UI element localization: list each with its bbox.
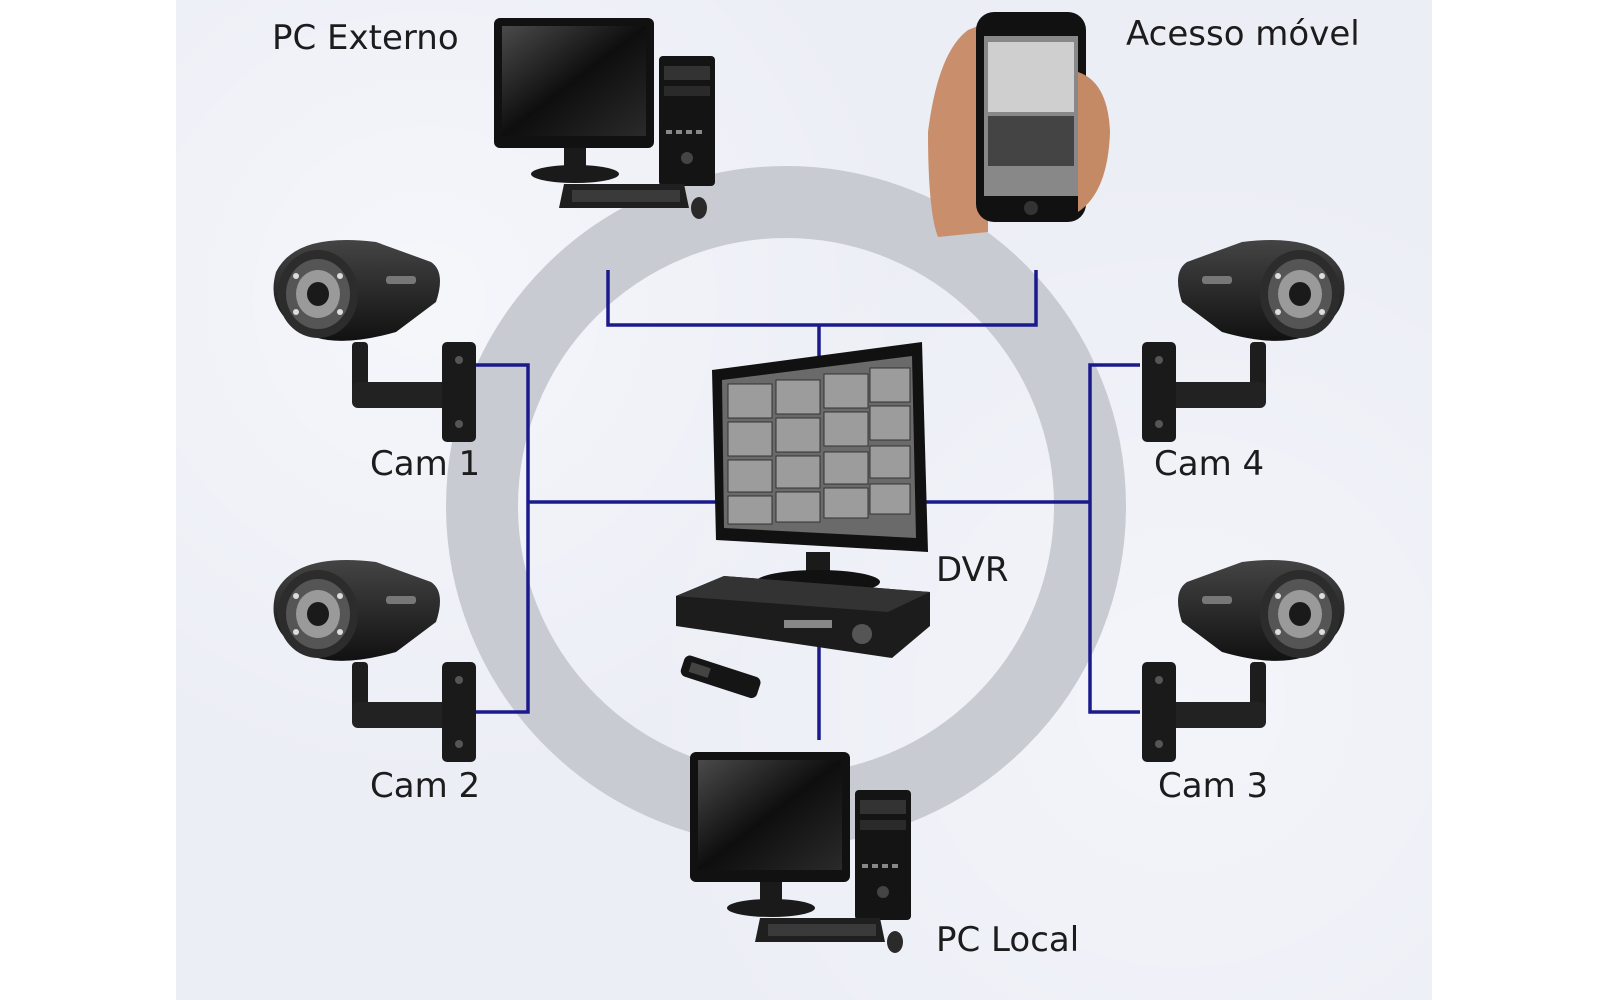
label-pc-externo: PC Externo: [272, 18, 459, 58]
label-cam-1: Cam 1: [370, 444, 481, 484]
label-dvr: DVR: [936, 550, 1009, 590]
camera-2-icon: [273, 560, 476, 762]
line-top-bus: [606, 270, 1038, 327]
dvr-recorder-icon: [676, 576, 930, 658]
connection-lines: [476, 270, 1140, 740]
camera-3-icon: [1142, 560, 1345, 762]
remote-control-icon: [680, 655, 761, 699]
smartphone-icon: [928, 12, 1110, 237]
label-acesso-movel: Acesso móvel: [1126, 14, 1360, 54]
pc-externo-icon: [494, 18, 715, 219]
line-right-bus: [1088, 363, 1140, 714]
dvr-monitor-icon: [712, 342, 928, 594]
label-cam-2: Cam 2: [370, 766, 481, 806]
label-pc-local: PC Local: [936, 920, 1080, 960]
camera-1-icon: [273, 240, 476, 442]
line-left-bus: [476, 363, 530, 714]
camera-4-icon: [1142, 240, 1345, 442]
label-cam-3: Cam 3: [1158, 766, 1269, 806]
label-cam-4: Cam 4: [1154, 444, 1265, 484]
